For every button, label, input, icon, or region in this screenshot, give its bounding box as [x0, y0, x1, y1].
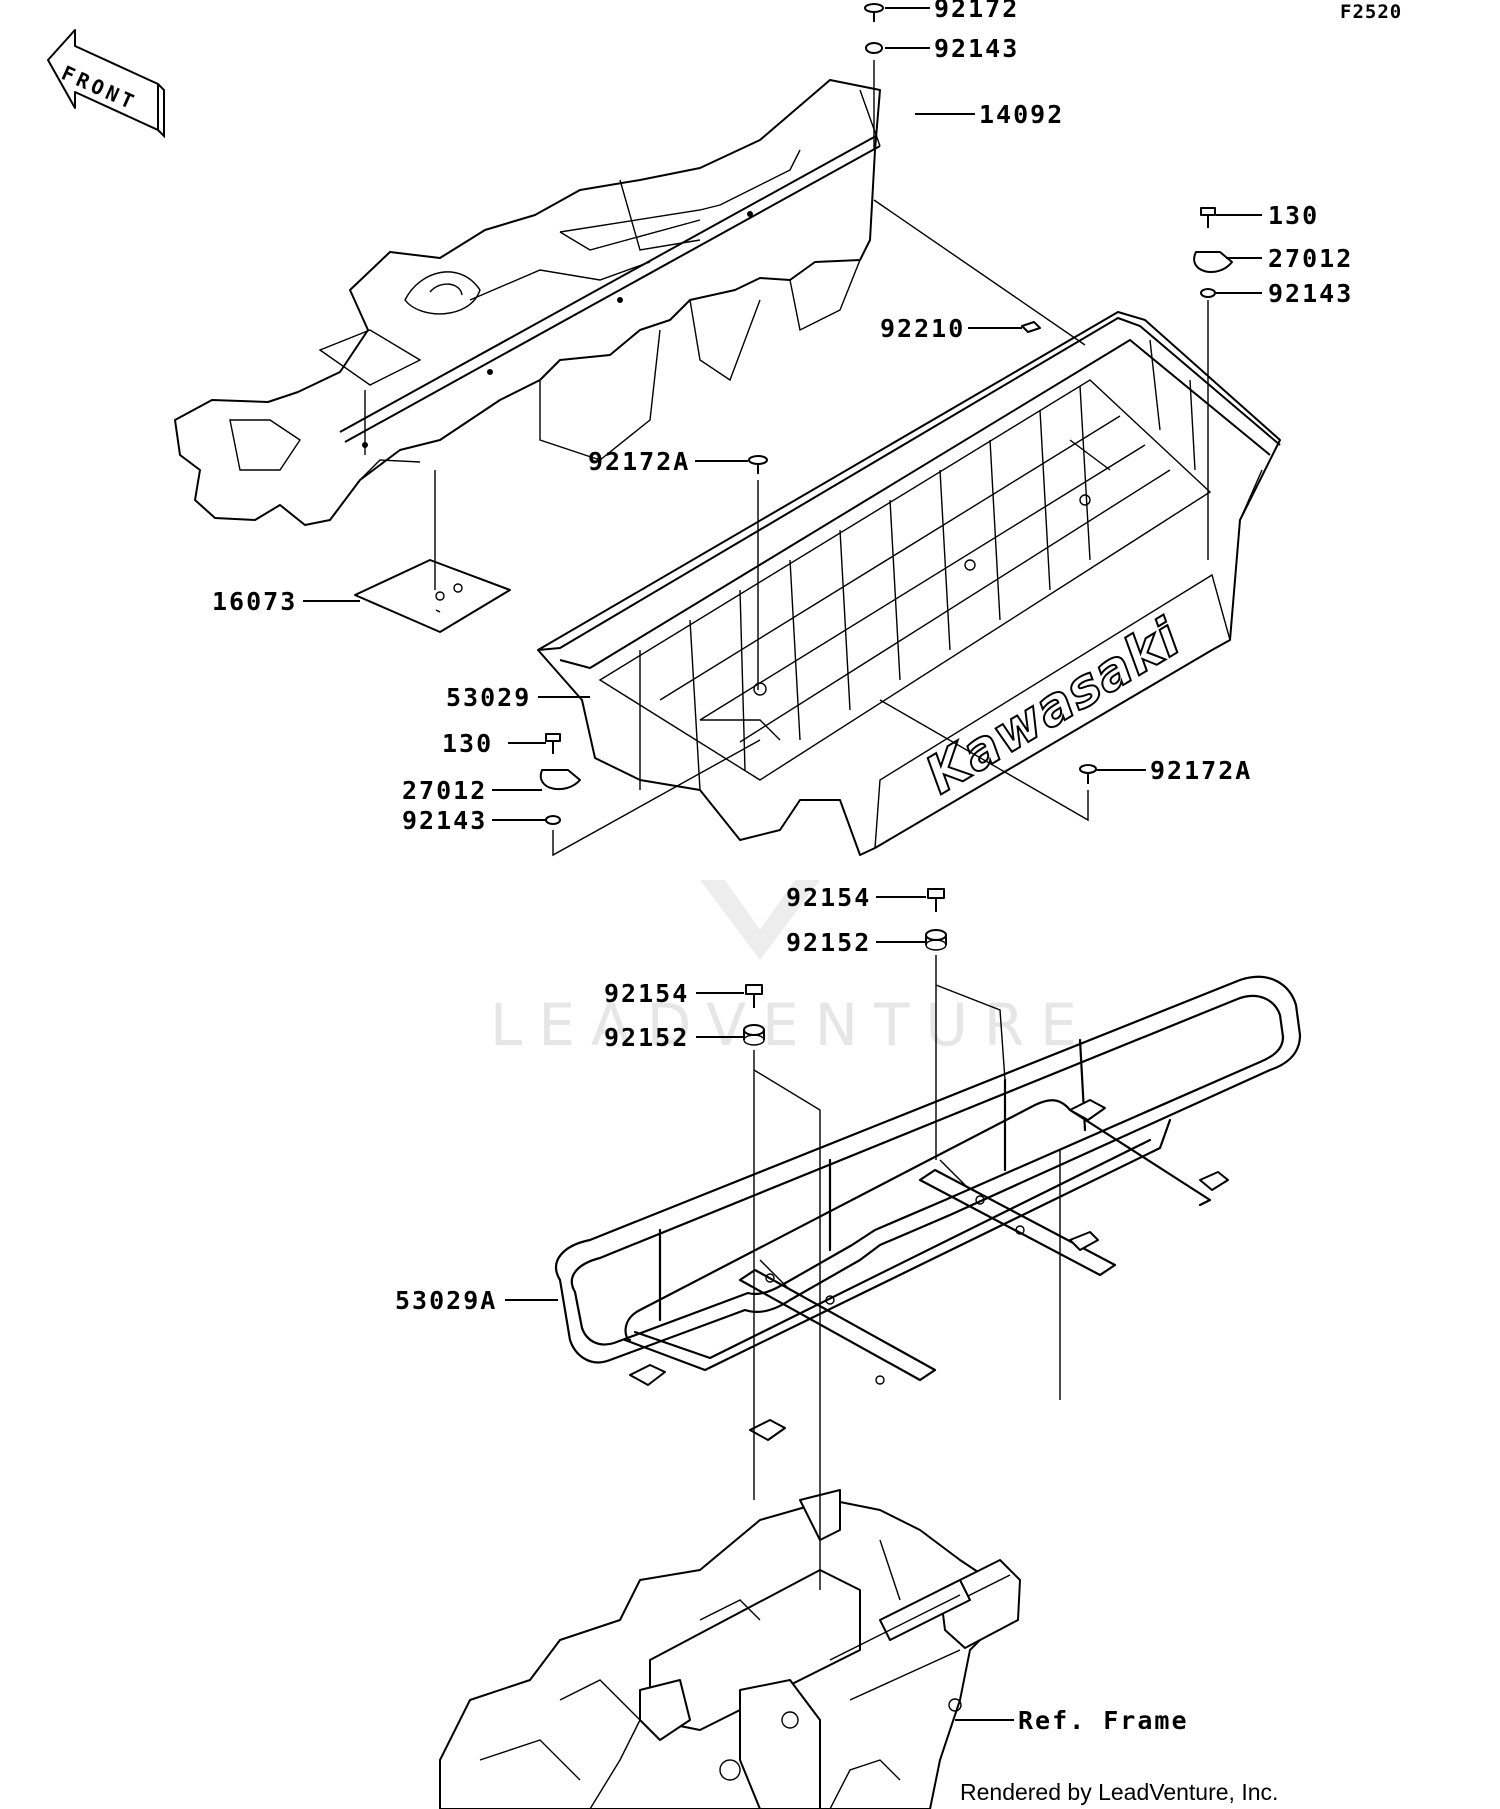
washer-icon: [545, 815, 561, 825]
washer-icon: [865, 42, 883, 54]
callout-53029: 53029: [446, 683, 531, 712]
spacer-icon: [925, 929, 947, 951]
screw-icon: [1079, 764, 1097, 784]
callout-92143-right: 92143: [1268, 279, 1353, 308]
callout-16073: 16073: [212, 587, 297, 616]
screw-icon: [864, 3, 884, 22]
screw-icon: [748, 455, 768, 474]
callout-ref-frame: Ref. Frame: [1018, 1706, 1189, 1735]
bed-frame-part: [554, 975, 1302, 1441]
nut-icon: [1021, 321, 1041, 333]
callout-92172A-lower: 92172A: [1150, 756, 1252, 785]
callout-53029A: 53029A: [395, 1286, 497, 1315]
bolt-icon: [1200, 207, 1216, 228]
diagram-code: F2520: [1340, 1, 1402, 23]
callout-92154-left: 92154: [604, 979, 689, 1008]
ref-frame-part: [439, 1489, 1021, 1809]
bolt-icon: [545, 733, 561, 754]
callout-92152-left: 92152: [604, 1023, 689, 1052]
callouts: 92172 92143 14092 130 27012 92143 92210 …: [212, 0, 1353, 1735]
tie-down-icon: [539, 769, 581, 790]
callout-92143-left: 92143: [402, 806, 487, 835]
callout-130-left: 130: [442, 729, 493, 758]
pad-part: [354, 559, 511, 633]
callout-27012-left: 27012: [402, 776, 487, 805]
spacer-icon: [743, 1024, 765, 1046]
bolt-icon: [745, 984, 763, 1008]
tie-down-icon: [1193, 251, 1233, 273]
callout-27012-right: 27012: [1268, 244, 1353, 273]
credit-text: Rendered by LeadVenture, Inc.: [960, 1779, 1278, 1805]
assembly-lines: [364, 60, 1209, 1590]
callout-92172-top: 92172: [934, 0, 1019, 23]
bolt-icon: [927, 888, 945, 912]
callout-92210: 92210: [880, 314, 965, 343]
leader-lines: [303, 7, 1262, 1721]
callout-92154-right: 92154: [786, 883, 871, 912]
callout-92172A-upper: 92172A: [588, 447, 690, 476]
front-arrow-icon: FRONT: [47, 29, 165, 139]
callout-92143-top: 92143: [934, 34, 1019, 63]
callout-92152-right: 92152: [786, 928, 871, 957]
callout-14092: 14092: [979, 100, 1064, 129]
fender-cover-part: [174, 79, 881, 526]
callout-130-right: 130: [1268, 201, 1319, 230]
washer-icon: [1200, 288, 1216, 298]
fasteners: [539, 3, 1233, 1046]
